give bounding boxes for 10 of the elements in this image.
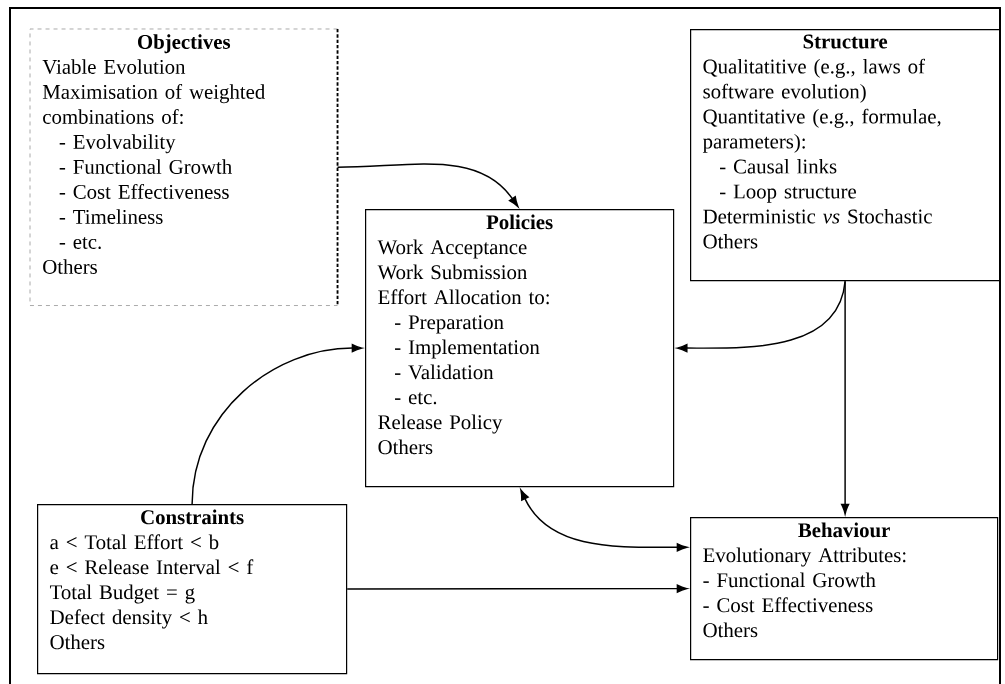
objectives-box: Objectives Viable Evolution Maximisation of weighted combinations of: - Evolvability - Functional Growth - Cost Effectiveness - Timeliness - etc. Others bbox=[29, 28, 339, 307]
structure-box: Structure Qualitatitive (e.g., laws of software evolution) Quantitative (e.g., formulae, parameters): - Causal links - Loop structure Deterministic vs Stochastic Others bbox=[690, 29, 1001, 282]
constraints-box: Constraints a < Total Effort < b e < Release Interval < f Total Budget = g Defect density < h Others bbox=[37, 504, 348, 675]
arrow bbox=[520, 489, 688, 552]
arrow bbox=[346, 584, 688, 593]
arrow bbox=[840, 280, 850, 515]
behaviour-box: Behaviour Evolutionary Attributes: - Functional Growth - Cost Effectiveness Others bbox=[690, 517, 999, 661]
arrow bbox=[336, 163, 519, 208]
arrow bbox=[191, 343, 363, 505]
policies-box: Policies Work Acceptance Work Submission Effort Allocation to: - Preparation - Implementation - Validation - etc. Release Policy Others bbox=[365, 209, 675, 488]
